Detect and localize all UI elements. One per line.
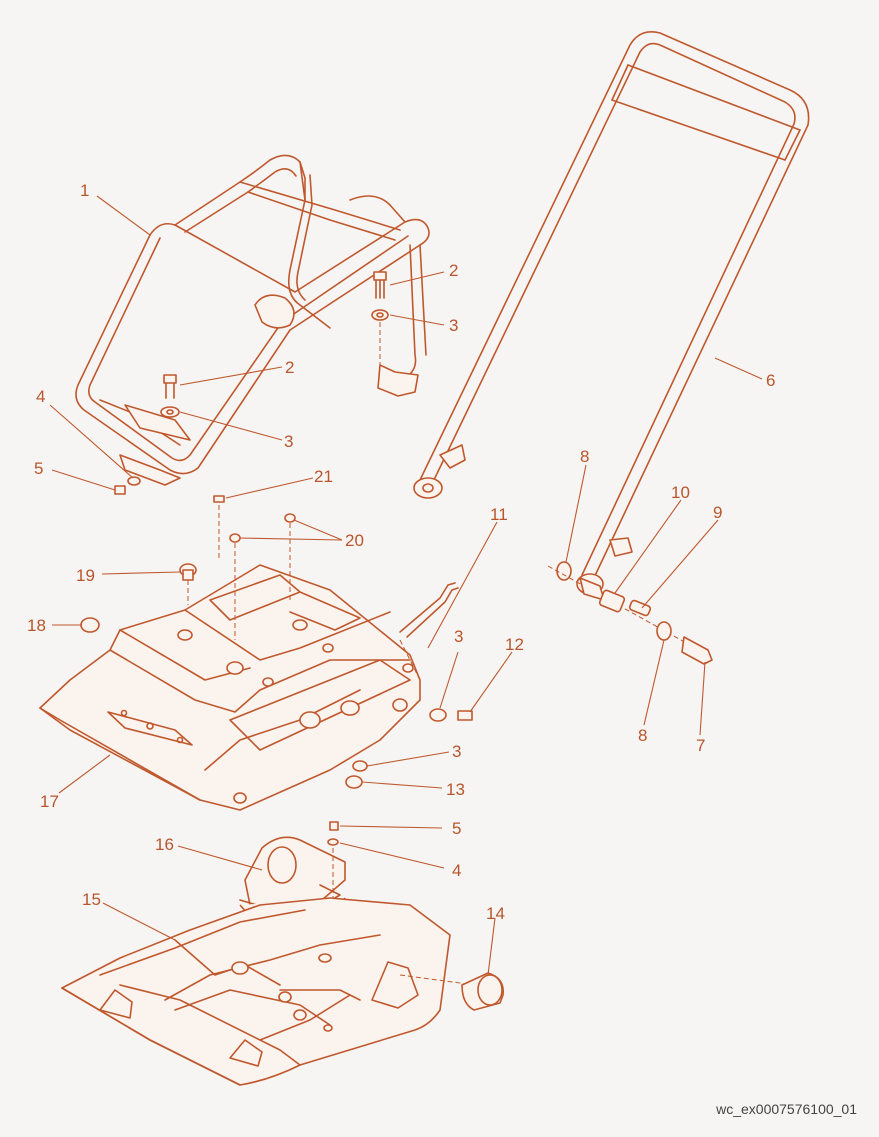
bolt-7	[681, 636, 713, 665]
part-handle	[413, 31, 810, 595]
washer-3-lower	[160, 406, 180, 418]
callout-13: 13	[446, 780, 465, 799]
washer-4-bottom	[327, 838, 339, 846]
mount-right	[371, 961, 419, 1009]
callout-3-lower: 3	[284, 432, 293, 451]
callout-8-upper: 8	[580, 447, 589, 466]
callout-1: 1	[80, 181, 89, 200]
callout-15: 15	[82, 890, 101, 909]
callout-10: 10	[671, 483, 690, 502]
nut-20-right	[284, 513, 296, 523]
spacer-9	[628, 599, 652, 617]
leader-lines	[49, 195, 763, 976]
nut-13	[345, 775, 363, 789]
callout-8-lower: 8	[638, 726, 647, 745]
nut-20-left	[229, 533, 241, 543]
callout-3-right: 3	[454, 627, 463, 646]
handle-left-eye	[413, 477, 443, 499]
screw-5-left	[114, 485, 126, 495]
callout-9: 9	[713, 503, 722, 522]
callout-5-left: 5	[34, 459, 43, 478]
part-guard-frame	[75, 154, 430, 486]
washer-4-left	[127, 476, 141, 486]
washer-8-right	[656, 621, 672, 641]
screw-21	[213, 495, 225, 503]
callout-labels: 1 2 3 2 3 4 5 6 8 10 9 8 7 21 20 19 18 1…	[27, 181, 775, 923]
callout-20: 20	[345, 531, 364, 550]
nut-18	[80, 617, 100, 633]
callout-6: 6	[766, 371, 775, 390]
hardware-base	[80, 495, 473, 846]
callout-4-left: 4	[36, 387, 45, 406]
callout-3-upper: 3	[449, 316, 458, 335]
callout-21: 21	[314, 467, 333, 486]
bolt-2-upper	[373, 271, 387, 281]
callout-2-lower: 2	[285, 358, 294, 377]
callout-17: 17	[40, 792, 59, 811]
callout-18: 18	[27, 616, 46, 635]
bolt-2-lower	[163, 374, 177, 384]
callout-4-bottom: 4	[452, 861, 461, 880]
part-base-plate	[39, 564, 421, 811]
callout-3-bottom: 3	[452, 742, 461, 761]
washer-3-bottom	[352, 760, 368, 772]
part-vibratory-plate	[61, 897, 505, 1086]
callout-12: 12	[505, 635, 524, 654]
hardware-frame	[114, 271, 389, 495]
callout-7: 7	[696, 736, 705, 755]
document-id: wc_ex0007576100_01	[716, 1101, 857, 1117]
callout-5-bottom: 5	[452, 819, 461, 838]
bushing-10	[598, 589, 626, 613]
screw-5-bottom	[329, 821, 339, 831]
callout-19: 19	[76, 566, 95, 585]
hardware-pivot	[547, 561, 713, 665]
callout-16: 16	[155, 835, 174, 854]
callout-14: 14	[486, 904, 505, 923]
callout-11: 11	[490, 505, 508, 524]
callout-2-upper: 2	[449, 261, 458, 280]
screw-12	[457, 710, 473, 721]
washer-3-upper	[371, 309, 389, 321]
washer-8-left	[556, 561, 572, 581]
washer-3-right	[429, 708, 447, 722]
